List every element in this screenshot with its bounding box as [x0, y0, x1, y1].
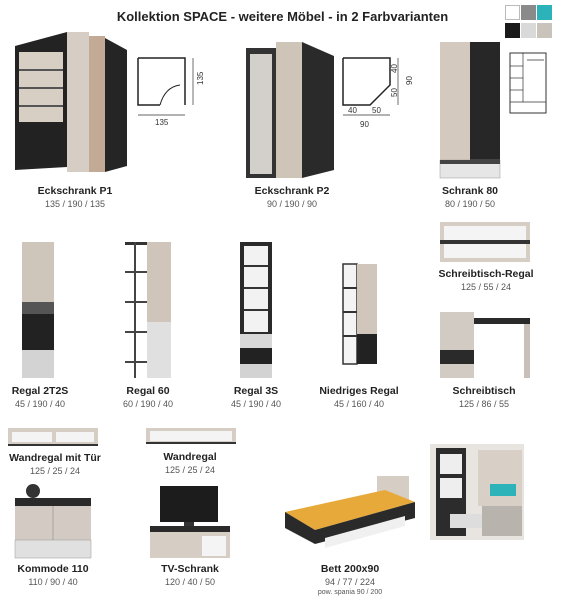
eckschrank-p2-image: [246, 42, 334, 178]
swatch-teal: [537, 5, 552, 20]
wandregal-image: [146, 428, 236, 444]
item-dims: 45 / 160 / 40: [333, 399, 385, 409]
color-swatches: [505, 5, 553, 39]
regal-3s-image: [240, 242, 272, 378]
wandregal-mit-tuer-image: [8, 428, 98, 446]
item-name: Niedriges Regal: [319, 385, 399, 397]
regal-2t2s-image: [22, 242, 54, 378]
eckschrank-p2-diagram: 40 50 90 40 50 90: [342, 57, 414, 129]
page-title: Kollektion SPACE - weitere Möbel - in 2 …: [116, 9, 449, 24]
item-dims: 120 / 40 / 50: [164, 577, 216, 587]
item-dims: 125 / 25 / 24: [164, 465, 216, 475]
p2-bottom-dim-40: 40: [348, 106, 357, 115]
item-name: Eckschrank P1: [37, 185, 113, 197]
item-name: Wandregal mit Tür: [9, 452, 101, 464]
item-dims: 135 / 190 / 135: [44, 199, 106, 209]
item-name: Schreibtisch-Regal: [438, 268, 534, 280]
item-dims: 80 / 190 / 50: [444, 199, 496, 209]
item-name: Regal 3S: [233, 385, 279, 397]
item-name: Regal 60: [126, 385, 170, 397]
swatch-light: [521, 23, 536, 38]
item-dims: 125 / 25 / 24: [29, 466, 81, 476]
eckschrank-p1-image: [15, 32, 127, 172]
item-name: Eckschrank P2: [254, 185, 330, 197]
p1-side-dim: 135: [196, 71, 205, 85]
item-dims: 60 / 190 / 40: [122, 399, 174, 409]
niedriges-regal-image: [342, 263, 377, 365]
room-scene-image: [430, 444, 524, 540]
p2-side-dim-50: 50: [390, 88, 399, 97]
item-name: Schreibtisch: [452, 385, 516, 397]
item-dims: 90 / 190 / 90: [266, 199, 318, 209]
tv-schrank-image: [150, 486, 230, 558]
item-dims: 45 / 190 / 40: [230, 399, 282, 409]
item-name: Regal 2T2S: [11, 385, 69, 397]
p2-bottom-dim-90: 90: [360, 120, 369, 129]
item-name: Wandregal: [163, 451, 217, 463]
swatch-black: [505, 23, 520, 38]
item-note: pow. spania 90 / 200: [317, 589, 383, 596]
p2-bottom-dim-50: 50: [372, 106, 381, 115]
item-name: Schrank 80: [441, 185, 499, 197]
p2-side-dim-40: 40: [390, 64, 399, 73]
schrank-80-diagram: [509, 52, 547, 114]
item-name: TV-Schrank: [161, 563, 219, 575]
schrank-80-image: [439, 42, 501, 179]
eckschrank-p1-diagram: 135 135: [137, 57, 205, 127]
item-name: Bett 200x90: [320, 563, 380, 575]
p2-side-dim-90: 90: [405, 76, 414, 85]
item-dims: 125 / 86 / 55: [458, 399, 510, 409]
regal-60-image: [125, 242, 171, 378]
item-name: Kommode 110: [17, 563, 89, 575]
item-dims: 45 / 190 / 40: [14, 399, 66, 409]
p1-bottom-dim: 135: [155, 118, 169, 127]
schreibtisch-image: [440, 312, 530, 378]
item-dims: 94 / 77 / 224: [324, 577, 376, 587]
swatch-gray: [521, 5, 536, 20]
bett-200x90-image: [285, 476, 415, 548]
item-dims: 125 / 55 / 24: [460, 282, 512, 292]
swatch-beige: [537, 23, 552, 38]
item-dims: 110 / 90 / 40: [28, 577, 78, 587]
kommode-110-image: [14, 484, 92, 559]
schreibtisch-regal-image: [440, 222, 530, 262]
swatch-white: [505, 5, 520, 20]
